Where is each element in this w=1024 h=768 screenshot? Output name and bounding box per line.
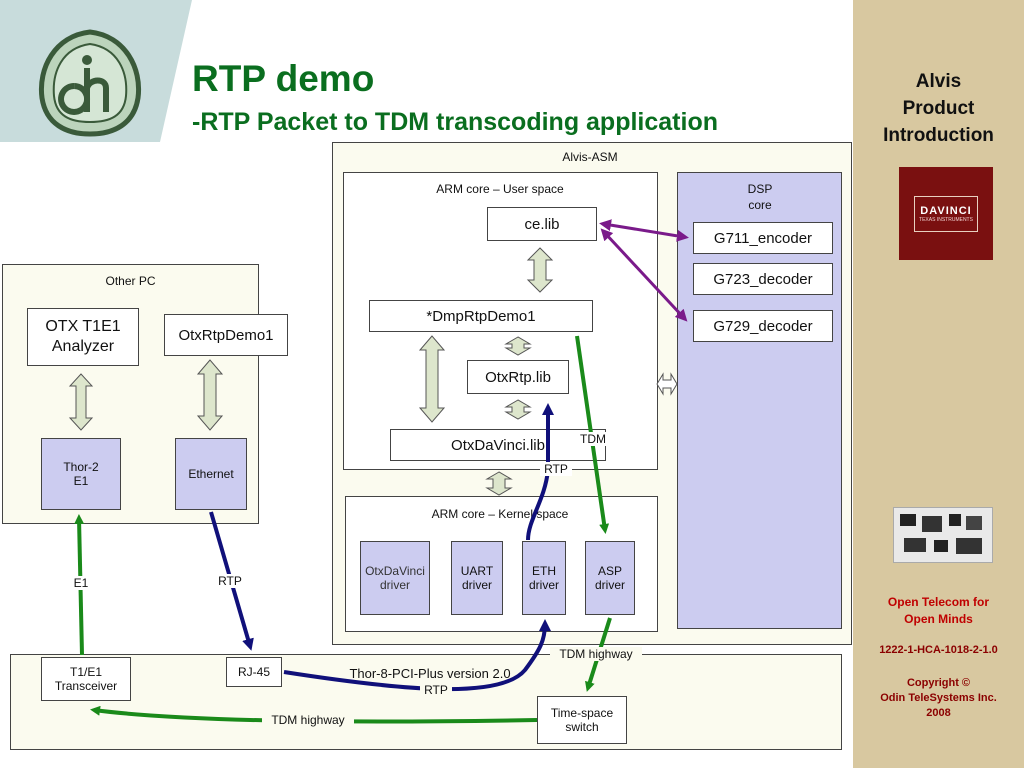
slide-subtitle: -RTP Packet to TDM transcoding applicati… [192,108,718,136]
odin-logo-icon [38,29,142,137]
ce-lib-box: ce.lib [487,207,597,241]
otx-analyzer-box: OTX T1E1 Analyzer [27,308,139,366]
label-tdm-mid: TDM [576,432,610,446]
otxrtp-lib-box: OtxRtp.lib [467,360,569,394]
copyright: Copyright © Odin TeleSystems Inc. 2008 [880,677,997,719]
eth-driver-box: ETH driver [522,541,566,615]
doc-number: 1222-1-HCA-1018-2-1.0 [879,644,998,656]
ethernet-box: Ethernet [175,438,247,510]
label-rtp-mid: RTP [540,462,572,476]
connectors [68,219,689,724]
double-arrow-analyzer-icon [68,373,94,431]
t1e1-transceiver-box: T1/E1 Transceiver [41,657,131,701]
label-rtp-left: RTP [214,574,246,588]
thor8-box [10,654,842,750]
double-arrow-dsp-icon [656,372,678,396]
purple-arrow-ce-g729 [600,228,688,322]
thor2-box: Thor-2 E1 [41,438,121,510]
uart-driver-box: UART driver [451,541,503,615]
rj45-box: RJ-45 [226,657,282,687]
double-arrow-user-kernel-icon [485,471,513,496]
label-tdm-highway-right: TDM highway [550,647,642,661]
label-rtp-bottom: RTP [420,683,452,697]
user-space-label: ARM core – User space [436,182,564,196]
sidebar-title: Alvis Product Introduction [883,71,994,146]
time-space-switch-box: Time-space switch [537,696,627,744]
otxrtpdemo1-box: OtxRtpDemo1 [164,314,288,356]
g711-encoder-box: G711_encoder [693,222,833,254]
alvis-asm-label: Alvis-ASM [562,150,618,164]
g723-decoder-box: G723_decoder [693,263,833,295]
label-tdm-highway-bottom: TDM highway [262,713,354,727]
label-e1: E1 [66,576,96,590]
board-image [893,507,993,563]
otxdavinci-driver-box: OtxDaVinci driver [360,541,430,615]
g729-decoder-box: G729_decoder [693,310,833,342]
navy-arrow-rtp-bottom [283,619,551,692]
davinci-logo: DAVINCI TEXAS INSTRUMENTS [899,167,993,260]
otxdavinci-lib-box: OtxDaVinci.lib [390,429,606,461]
slide-title: RTP demo [192,58,375,99]
double-arrow-otxrtp-bottom-icon [504,399,532,420]
double-arrow-otxrtp-top-icon [504,336,532,356]
double-arrow-otxrtpdemo-icon [196,359,224,431]
sidebar: Alvis Product Introduction Open Telecom … [853,0,1024,768]
dsp-core-label: DSP core [747,182,773,212]
thor8-label: Thor-8-PCI-Plus version 2.0 [349,666,511,681]
purple-arrow-ce-g711 [599,219,689,242]
asp-driver-box: ASP driver [585,541,635,615]
other-pc-label: Other PC [105,274,156,288]
double-arrow-celib-icon [526,247,554,293]
double-arrow-dmp-davinci-icon [418,335,446,423]
dmprtpdemo1-box: *DmpRtpDemo1 [369,300,593,332]
tagline: Open Telecom for Open Minds [887,595,990,626]
